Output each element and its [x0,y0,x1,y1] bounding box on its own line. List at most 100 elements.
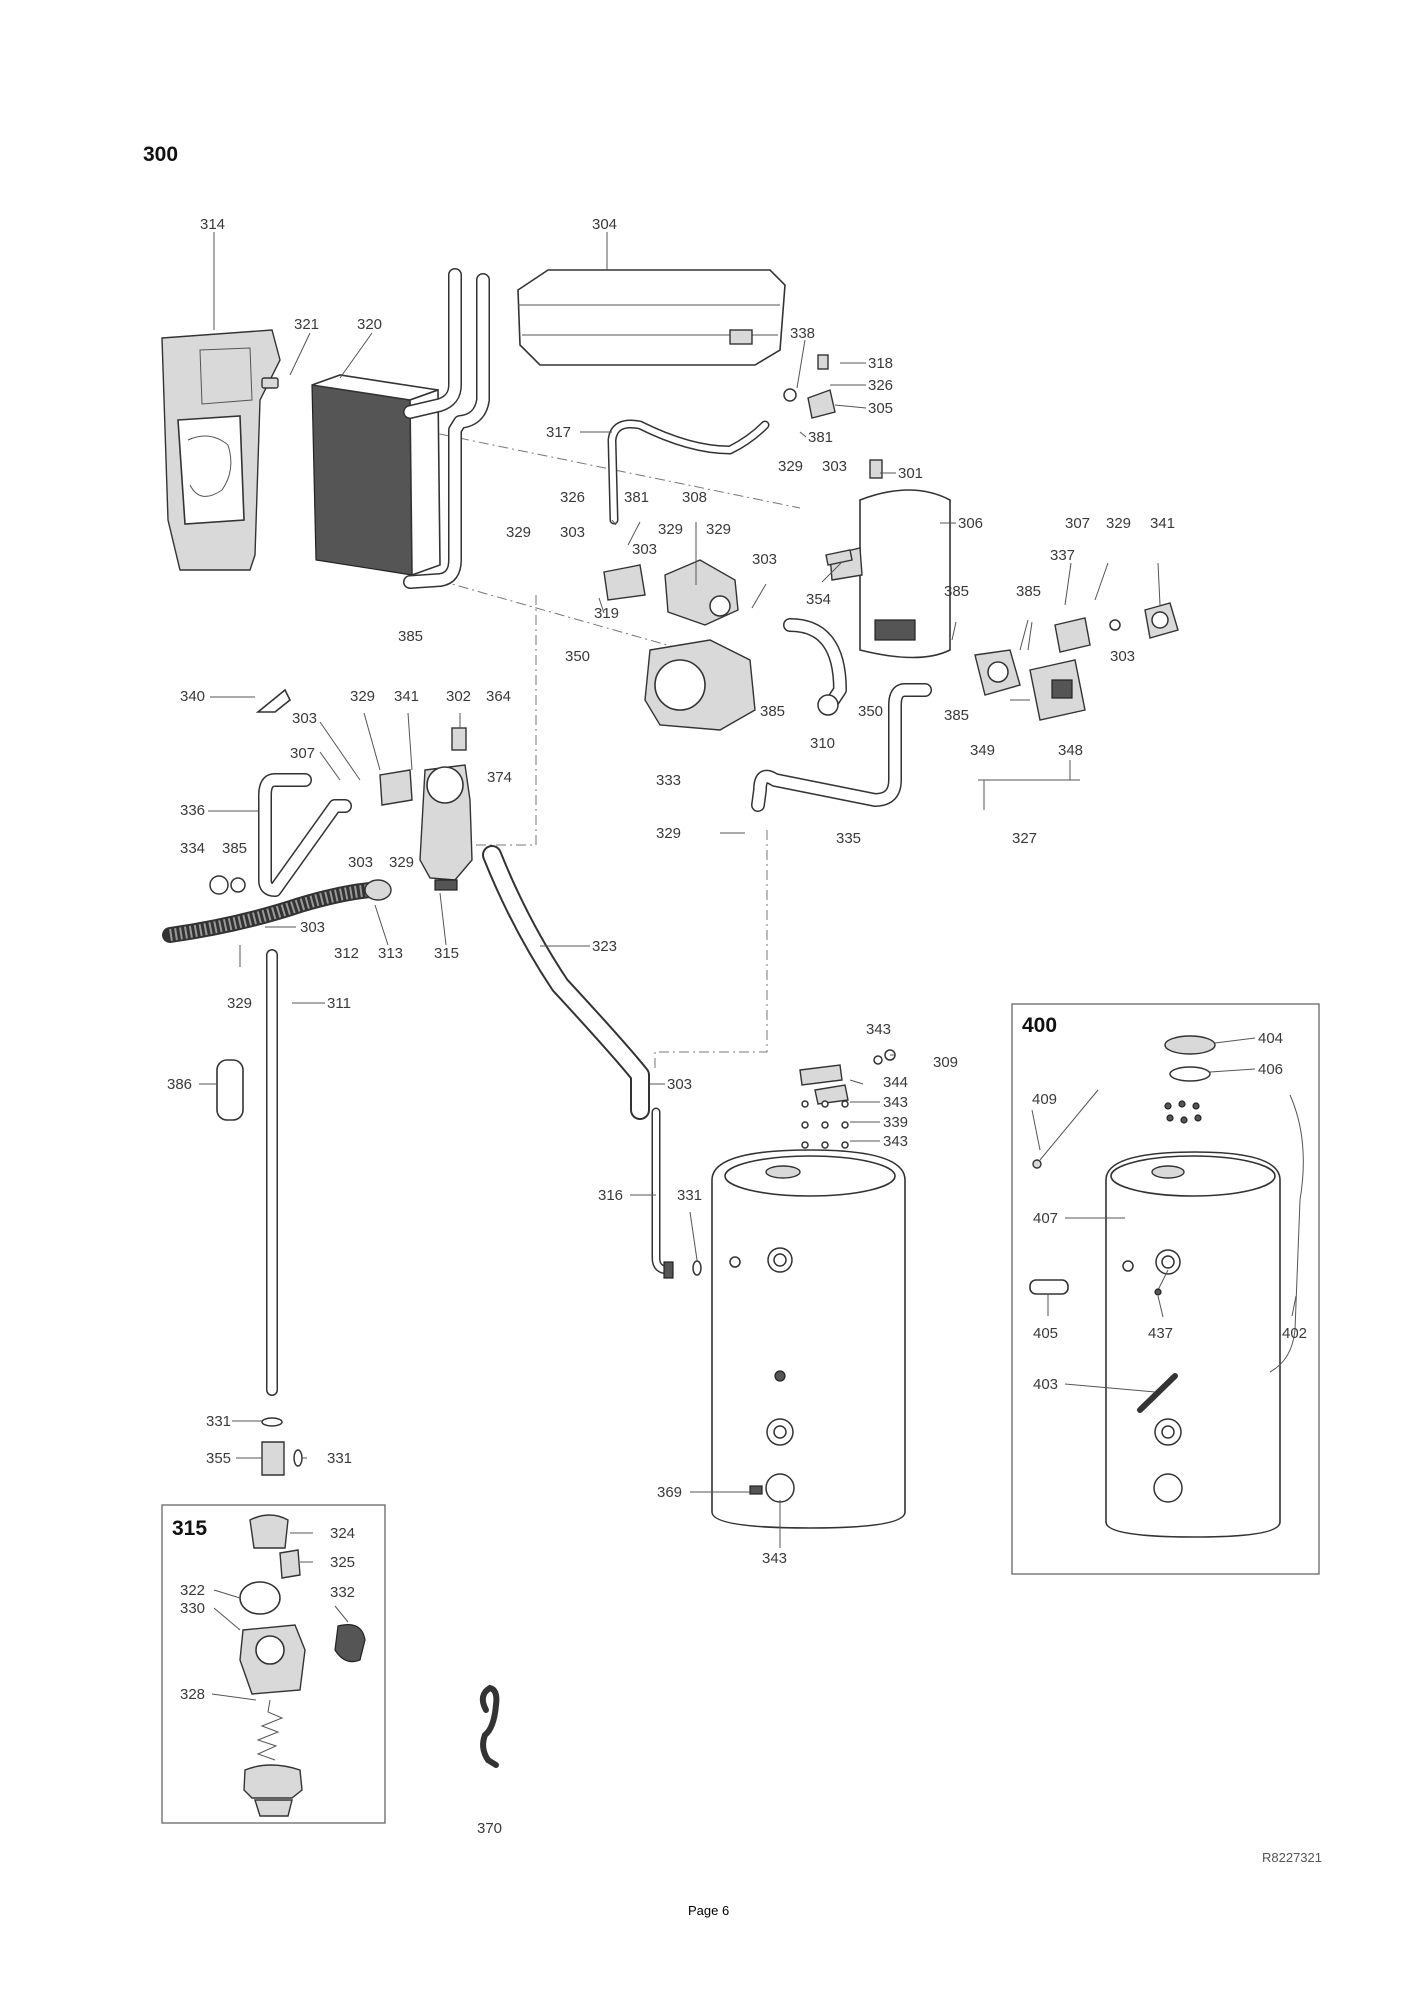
part-355-drain-fitting [261,1417,303,1476]
label-364: 364 [486,688,511,705]
label-318: 318 [868,355,893,372]
label-385-b: 385 [1016,583,1041,600]
label-385-c: 385 [398,628,423,645]
label-437: 437 [1148,1325,1173,1342]
label-374: 374 [487,769,512,786]
part-348-valve-actuator [1010,659,1086,721]
part-315-filter-body [419,727,473,891]
label-314: 314 [200,216,225,233]
label-381-a: 381 [808,429,833,446]
label-329-e: 329 [706,521,731,538]
label-338: 338 [790,325,815,342]
label-370: 370 [477,1820,502,1837]
label-303-e: 303 [1110,648,1135,665]
label-385-f: 385 [222,840,247,857]
label-327: 327 [1012,830,1037,847]
label-343-b: 343 [883,1094,908,1111]
part-336-pipe [258,773,352,897]
part-341-fitting-left [379,769,413,806]
part-heat-exchanger-pipes [403,268,490,589]
label-333: 333 [656,772,681,789]
label-315: 315 [434,945,459,962]
part-386-insulation-sleeve [216,1059,244,1121]
assembly-guide-lines [419,429,801,1070]
part-314-control-housing [161,329,281,571]
part-305-air-vent-group [783,354,836,419]
label-328: 328 [180,1686,205,1703]
label-321: 321 [294,316,319,333]
label-340: 340 [180,688,205,705]
label-302: 302 [446,688,471,705]
label-332: 332 [330,1584,355,1601]
label-308: 308 [682,489,707,506]
label-329-b: 329 [1106,515,1131,532]
label-335: 335 [836,830,861,847]
label-407: 407 [1033,1210,1058,1227]
label-386: 386 [167,1076,192,1093]
label-313: 313 [378,945,403,962]
label-304: 304 [592,216,617,233]
label-312: 312 [334,945,359,962]
label-337: 337 [1050,547,1075,564]
label-306: 306 [958,515,983,532]
label-316: 316 [598,1187,623,1204]
part-341-fitting-right [1054,602,1179,653]
label-329-f: 329 [350,688,375,705]
label-343-d: 343 [762,1550,787,1567]
part-354-probe [825,549,853,566]
label-322: 322 [180,1582,205,1599]
label-303-g: 303 [348,854,373,871]
label-343-c: 343 [883,1133,908,1150]
label-323: 323 [592,938,617,955]
label-310: 310 [810,735,835,752]
section-title-400: 400 [1022,1014,1057,1037]
label-320: 320 [357,316,382,333]
label-339: 339 [883,1114,908,1131]
label-343-a: 343 [866,1021,891,1038]
label-309: 309 [933,1054,958,1071]
label-406: 406 [1258,1061,1283,1078]
label-311: 311 [327,995,351,1012]
part-hot-water-cylinder [711,1149,906,1529]
part-320-plate-heat-exchanger [311,374,441,577]
part-312-flexible-hose [162,882,378,943]
label-307-a: 307 [1065,515,1090,532]
label-329-i: 329 [227,995,252,1012]
label-409: 409 [1032,1091,1057,1108]
label-319: 319 [594,605,619,622]
part-335-flow-pipe [751,683,932,812]
label-350-a: 350 [565,648,590,665]
part-370-hook [479,1684,500,1768]
part-304-expansion-vessel [517,269,786,366]
label-355: 355 [206,1450,231,1467]
label-344: 344 [883,1074,908,1091]
label-329-h: 329 [389,854,414,871]
label-369: 369 [657,1484,682,1501]
label-331-a: 331 [677,1187,702,1204]
label-329-c: 329 [506,524,531,541]
label-326-a: 326 [868,377,893,394]
label-385-a: 385 [944,583,969,600]
label-303-d: 303 [752,551,777,568]
part-313-cap [364,879,392,901]
label-331-c: 331 [327,1450,352,1467]
label-305: 305 [868,400,893,417]
label-331-b: 331 [206,1413,231,1430]
part-334-ring [209,875,246,895]
label-303-h: 303 [300,919,325,936]
label-349: 349 [970,742,995,759]
label-301: 301 [898,465,923,482]
label-341-a: 341 [1150,515,1175,532]
label-341-b: 341 [394,688,419,705]
section-title-300: 300 [143,143,178,166]
part-340-clip [255,688,292,713]
label-303-b: 303 [560,524,585,541]
label-336: 336 [180,802,205,819]
label-385-d: 385 [760,703,785,720]
callout-leader-lines [199,232,1297,1701]
label-329-a: 329 [778,458,803,475]
part-316-cylinder-pipe [651,1107,702,1279]
label-385-e: 385 [944,707,969,724]
label-317: 317 [546,424,571,441]
